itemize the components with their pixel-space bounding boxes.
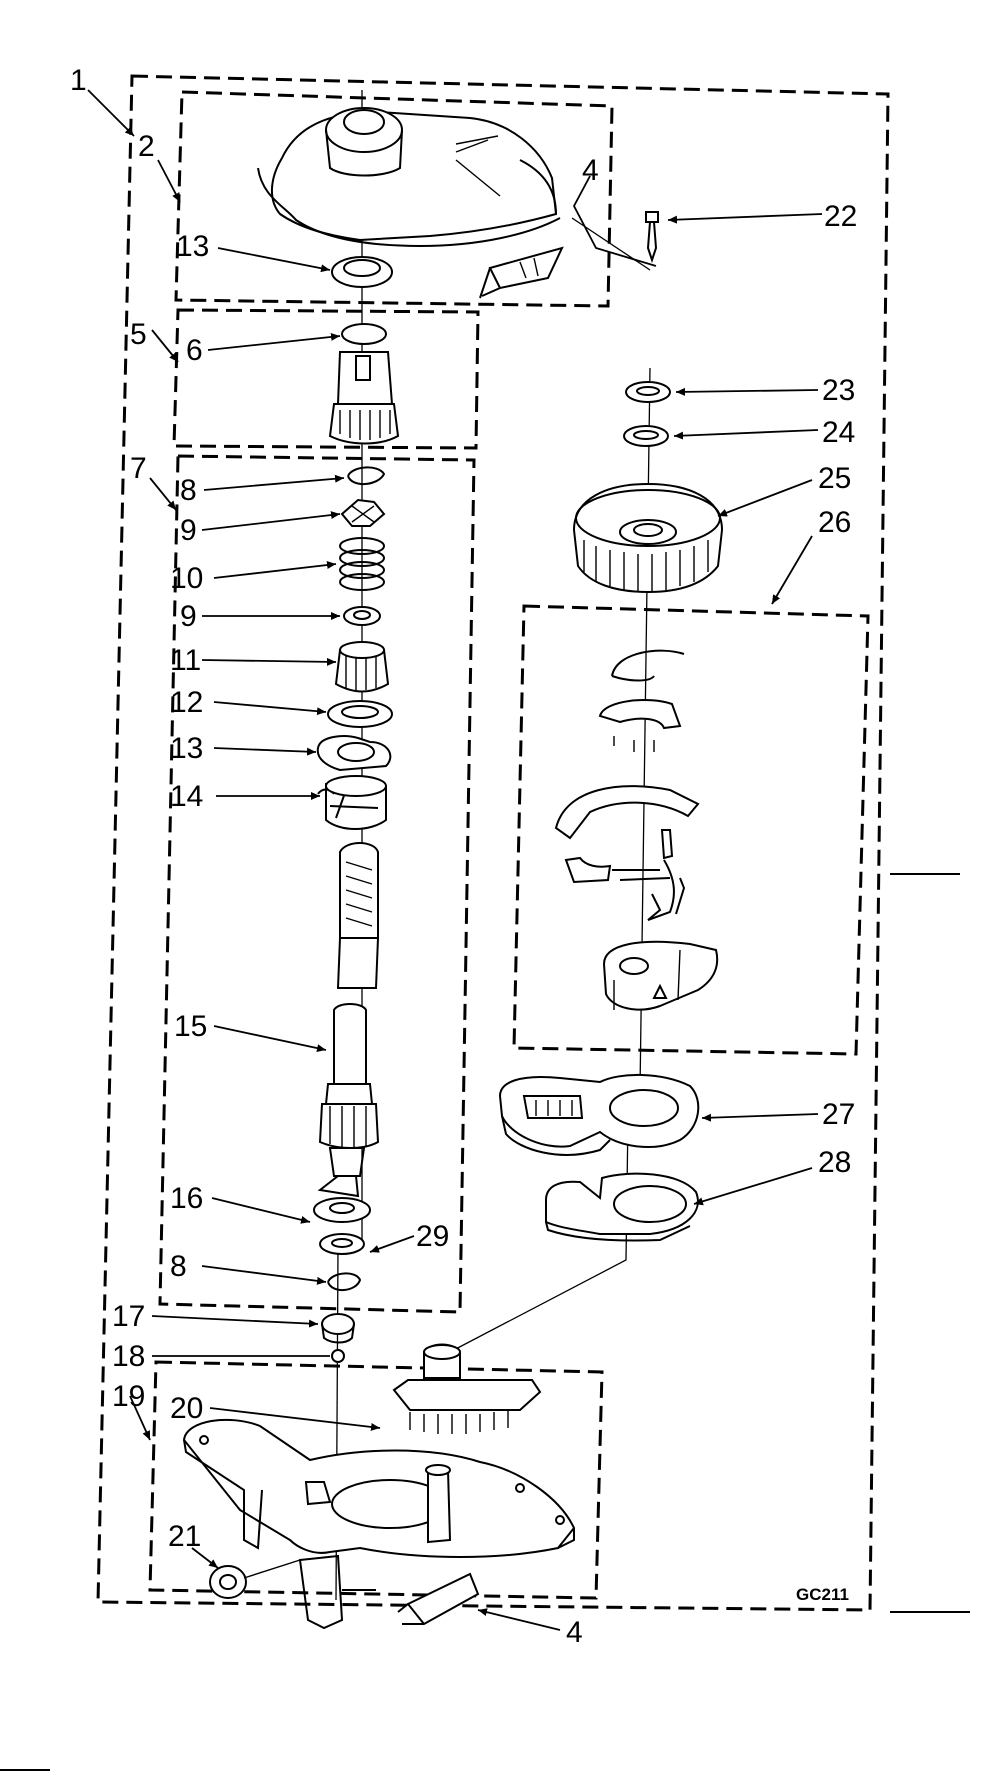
cam-14 xyxy=(317,775,387,830)
gearcase-base-19 xyxy=(182,1343,576,1630)
callout-7: 7 xyxy=(130,452,147,485)
gearcase-cover xyxy=(257,107,561,248)
gear-25 xyxy=(572,482,724,594)
spring-10 xyxy=(339,537,385,591)
callout-19: 19 xyxy=(112,1380,145,1413)
washer-12 xyxy=(327,700,393,728)
callout-22: 22 xyxy=(824,200,857,233)
assembly-outline-26 xyxy=(512,604,870,1056)
callout-26: 26 xyxy=(818,506,851,539)
callout-18: 18 xyxy=(112,1340,145,1373)
callout-10: 10 xyxy=(170,562,203,595)
callout-12: 12 xyxy=(170,686,203,719)
assembly-outline-5 xyxy=(172,308,480,450)
drive-shaft-15 xyxy=(318,1003,380,1177)
callout-14: 14 xyxy=(170,780,203,813)
agitator-shaft-upper xyxy=(336,842,380,989)
drawing-code: GC211 xyxy=(796,1585,849,1604)
callout-16: 16 xyxy=(170,1182,203,1215)
callout-leaders xyxy=(87,89,823,1631)
callout-28: 28 xyxy=(818,1146,851,1179)
ball-18 xyxy=(331,1349,345,1363)
spline-gear-11 xyxy=(334,641,390,693)
callout-9-lower: 9 xyxy=(180,600,197,633)
washer-9-lower xyxy=(343,606,381,626)
callout-8-lower: 8 xyxy=(170,1250,187,1283)
callout-17: 17 xyxy=(112,1300,145,1333)
callout-1: 1 xyxy=(70,64,87,97)
shifter-27 xyxy=(498,1074,700,1156)
callout-4-top: 4 xyxy=(582,154,599,187)
brake-assembly-parts-26 xyxy=(554,649,719,1011)
callout-6: 6 xyxy=(186,334,203,367)
callout-8-upper: 8 xyxy=(180,474,197,507)
assembly-outline-2 xyxy=(174,90,614,308)
callout-27: 27 xyxy=(822,1098,855,1131)
margin-ticks xyxy=(0,873,970,1771)
washer-16 xyxy=(313,1175,371,1223)
washer-9-upper xyxy=(340,498,386,527)
assembly-outline-7 xyxy=(158,454,476,1314)
washer-29 xyxy=(319,1233,365,1255)
sealant-tube-top xyxy=(479,246,564,299)
seal-13-upper xyxy=(331,256,393,288)
pinion-assembly-6 xyxy=(328,323,400,445)
callout-29: 29 xyxy=(416,1220,449,1253)
callout-15: 15 xyxy=(174,1010,207,1043)
callout-4-bottom: 4 xyxy=(566,1616,583,1649)
callout-25: 25 xyxy=(818,462,851,495)
bushing-17 xyxy=(321,1313,355,1344)
washer-23 xyxy=(625,381,671,403)
callout-13-top: 13 xyxy=(176,230,209,263)
assembly-outline-1 xyxy=(96,74,890,1612)
callout-20: 20 xyxy=(170,1392,203,1425)
screw-22 xyxy=(645,211,659,264)
callout-11: 11 xyxy=(170,644,201,677)
callout-24: 24 xyxy=(822,416,855,449)
retaining-ring-8-upper xyxy=(347,466,386,485)
nut-21 xyxy=(209,1559,301,1599)
callout-labels: 1 2 4 13 22 5 6 7 8 9 10 9 11 12 13 14 1… xyxy=(70,64,857,1649)
callout-13-lower: 13 xyxy=(170,732,203,765)
callout-23: 23 xyxy=(822,374,855,407)
bearing-13-lower xyxy=(316,735,392,772)
callout-21: 21 xyxy=(168,1520,201,1553)
callout-2: 2 xyxy=(138,130,155,163)
plate-28 xyxy=(545,1172,699,1242)
sealant-tube-bottom xyxy=(397,1572,480,1626)
callout-9-upper: 9 xyxy=(180,514,197,547)
washer-24 xyxy=(623,425,669,447)
callout-5: 5 xyxy=(130,318,147,351)
retaining-ring-8-lower xyxy=(327,1272,362,1291)
